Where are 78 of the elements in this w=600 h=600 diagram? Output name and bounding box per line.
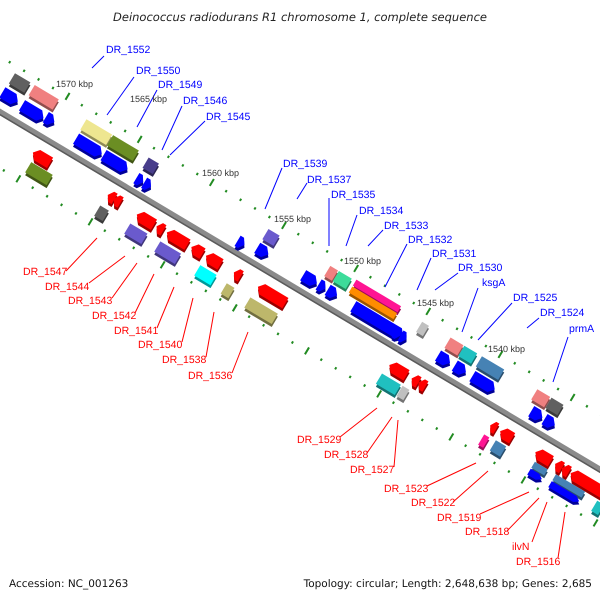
leader-line (92, 56, 104, 68)
leader-line (368, 230, 384, 246)
gene-label: DR_1547 (23, 266, 68, 278)
gene-label: DR_1545 (206, 111, 250, 123)
gene-label: DR_1530 (458, 262, 502, 274)
leader-line (384, 244, 408, 288)
leader-line (394, 420, 398, 468)
gene-label: DR_1531 (432, 248, 476, 260)
leader-line (532, 502, 548, 542)
leader-line (526, 318, 540, 328)
gene-label: DR_1539 (283, 158, 328, 170)
leader-line (480, 492, 530, 514)
leader-line (366, 416, 392, 454)
gene-label: DR_1533 (384, 220, 428, 232)
leader-line (426, 462, 476, 486)
leader-line (452, 470, 488, 502)
scale-label: 1570 kbp (56, 79, 94, 89)
gene-label: DR_1552 (106, 44, 150, 56)
leader-line (156, 286, 174, 328)
gene-label: DR_1538 (162, 354, 206, 366)
leader-line (232, 332, 248, 374)
leader-line (346, 214, 358, 246)
scale-label: 1540 kbp (488, 344, 526, 354)
leader-line (340, 408, 378, 438)
gene-label: DR_1540 (138, 339, 182, 351)
leader-line (136, 90, 158, 128)
leader-line (182, 298, 194, 342)
gene-label: DR_1528 (324, 449, 368, 461)
gene-label: DR_1529 (297, 434, 342, 446)
gene-label: DR_1549 (158, 79, 202, 91)
chart-title: Deinococcus radiodurans R1 chromosome 1, complete sequence (112, 10, 488, 24)
leader-line (162, 106, 182, 150)
leader-line (328, 198, 330, 246)
leader-line (206, 312, 214, 358)
scale-label: 1560 kbp (202, 168, 240, 178)
gene-label: DR_1542 (92, 310, 136, 322)
scale-label: 1555 kbp (274, 214, 312, 224)
gene-label: DR_1536 (188, 370, 232, 382)
gene-label: DR_1534 (359, 205, 404, 217)
leader-line (416, 258, 432, 290)
scale-label: 1550 kbp (344, 256, 382, 266)
scale-label: 1565 kbp (130, 94, 168, 104)
gene-label: DR_1518 (465, 526, 510, 538)
leader-line (462, 288, 478, 332)
gene-label: DR_1524 (540, 307, 584, 319)
gene-label: ilvN (512, 541, 530, 553)
gene-label: DR_1532 (408, 234, 452, 246)
genome-summary-text: Topology: circular; Length: 2,648,638 bp; Genes: 2,685 (304, 578, 592, 590)
leader-line (88, 256, 126, 284)
gene-label: DR_1516 (516, 556, 560, 568)
leader-line (134, 274, 154, 314)
gene-label: DR_1523 (384, 483, 428, 495)
gene-label: DR_1550 (136, 65, 180, 77)
leader-line (434, 272, 458, 290)
leader-line (112, 262, 138, 298)
leader-line (264, 168, 282, 210)
gene-label: prmA (569, 323, 594, 335)
leader-line (552, 336, 568, 382)
gene-label: DR_1544 (45, 281, 90, 293)
gene-label: ksgA (482, 277, 506, 289)
leader-line (506, 498, 540, 532)
gene-label: DR_1537 (307, 174, 352, 186)
gene-label: DR_1543 (68, 295, 112, 307)
gene-label: DR_1535 (331, 189, 376, 201)
leader-line (478, 302, 512, 340)
gene-label: DR_1522 (411, 497, 456, 509)
gene-label: DR_1519 (437, 512, 482, 524)
leader-line (106, 76, 134, 116)
leader-line (66, 238, 98, 272)
leader-line (170, 120, 206, 156)
gene-label: DR_1527 (350, 464, 394, 476)
leader-line (558, 512, 566, 558)
leader-line (296, 182, 308, 200)
gene-label: DR_1541 (114, 325, 158, 337)
accession-text: Accession: NC_001263 (9, 578, 128, 590)
gene-label: DR_1546 (183, 95, 228, 107)
scale-label: 1545 kbp (417, 298, 454, 308)
gene-label: DR_1525 (513, 292, 558, 304)
